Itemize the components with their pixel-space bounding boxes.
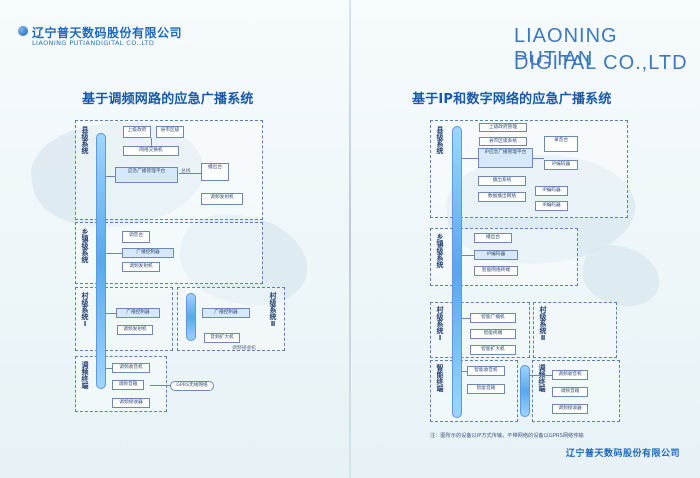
left-box-switch: 网络交换机 [123, 146, 179, 156]
left-label-village-1: 村级系统Ⅰ [81, 292, 89, 328]
right-link [462, 371, 467, 372]
right-box-ip-encoder-mid: IP编码器 [535, 186, 568, 196]
company-name-large-line-2: DIGITAL CO.,LTD [514, 52, 688, 74]
left-box-management-platform: 应急广播管理平台 [115, 167, 178, 183]
left-box-amplifier-village-2: 音频扩大机 [204, 333, 240, 343]
right-label-county: 县级系统 [436, 126, 444, 154]
left-box-fm-speaker: 调频音箱 [112, 380, 144, 390]
page-fold-divider [349, 0, 351, 478]
right-label-fm-terminal: 调频终端 [538, 364, 546, 392]
right-box-fm-radio: 调频收音机 [552, 370, 588, 380]
right-diagram-title: 基于IP和数字网络的应急广播系统 [412, 92, 612, 107]
right-box-county-system: 县市区级系统 [479, 137, 527, 146]
right-box-smart-broadcaster: 智能广播机 [470, 313, 516, 323]
left-label-village-2: 村级系统Ⅱ [269, 292, 277, 328]
right-box-broadcast-system: 播出系统 [478, 176, 526, 186]
left-box-gprs-network: GPRS无线网络 [170, 381, 214, 391]
left-village-2-signal-bar [186, 293, 196, 341]
left-village-panel-1 [75, 287, 173, 351]
left-link [106, 368, 112, 369]
right-box-ip-encoder-top: IP编码器 [544, 160, 578, 170]
right-link [530, 375, 552, 376]
right-box-smart-terminal: 智能终端 [470, 329, 516, 339]
left-main-signal-bar [96, 133, 106, 389]
left-label-town: 乡镇级系统 [81, 228, 89, 263]
left-legend-bus: 总线 [181, 169, 191, 174]
right-box-superior-management: 上级政府管理 [479, 123, 527, 132]
company-name-large-line-1: LIAONING PUTIAN [514, 25, 618, 70]
left-box-controller-village-1: 广播控制器 [116, 308, 160, 318]
right-footnote: 注：图所示的设备以IP方式传输，不带网络的设备以GPRS网络传输 [430, 433, 584, 439]
left-diagram-title: 基于调频网路的应急广播系统 [82, 92, 254, 107]
right-box-recording-desk: 录音台 [544, 136, 578, 152]
right-box-smart-speaker: 智能音箱 [467, 384, 505, 394]
left-link [151, 138, 152, 146]
left-box-fm-radio: 调频收音机 [112, 363, 150, 373]
right-box-broadcast-desk: 播出台 [474, 233, 512, 243]
right-box-fm-receiver: 调频接收器 [552, 404, 588, 414]
right-county-panel [430, 120, 628, 218]
left-legend-fm-receiver: 调频接收机 [232, 346, 256, 351]
left-link [179, 173, 201, 174]
right-label-smart-terminal: 智能终端 [436, 364, 444, 392]
right-box-smart-radio: 智能收音机 [467, 366, 505, 376]
left-link [106, 253, 122, 254]
right-box-smart-amplifier: 智能扩大机 [470, 345, 516, 355]
left-box-fm-transmitter-village-1: 调频发射机 [117, 325, 153, 335]
right-link [462, 255, 474, 256]
right-box-data-network: 数据播出网络 [478, 192, 526, 202]
right-link [462, 318, 470, 319]
left-link [106, 176, 115, 177]
right-box-fm-speaker: 调频音箱 [552, 387, 588, 397]
left-box-mixer: 调音台 [122, 231, 150, 243]
left-label-county: 县级系统 [81, 126, 89, 154]
footer-company-name-cn: 辽宁普天数码股份有限公司 [566, 449, 681, 459]
company-name-cn: 辽宁普天数码股份有限公司 [32, 26, 183, 40]
right-label-village-2: 村级系统Ⅱ [539, 306, 547, 342]
right-link [462, 158, 478, 159]
right-main-signal-bar [452, 126, 462, 418]
left-box-fm-transmitter: 调频发射机 [201, 193, 243, 205]
left-link [150, 385, 170, 386]
company-name-en: LIAONING PUTIANDIGITAL CO.,LTD [32, 39, 155, 47]
right-label-town: 乡镇级系统 [436, 233, 444, 268]
left-box-superior-gov: 上级政府 [123, 126, 151, 138]
right-box-smart-network-terminal: 智能网络终端 [474, 266, 518, 276]
right-label-village-1: 村级系统Ⅰ [436, 306, 444, 342]
right-secondary-signal-bar [520, 365, 530, 417]
left-label-terminal: 调频终端 [81, 361, 89, 389]
left-box-county-level: 县市区级 [156, 126, 184, 138]
left-box-broadcast-desk: 播出台 [201, 163, 229, 181]
left-link [106, 313, 116, 314]
right-village-panel-2 [533, 302, 617, 358]
right-box-ip-encoder-town: IP编码器 [474, 250, 518, 260]
right-box-ip-encoder-bottom: IP编码器 [535, 201, 568, 211]
left-box-fm-receiver: 调频接收器 [112, 398, 150, 408]
left-box-fm-transmitter-town: 调频发射机 [122, 262, 160, 272]
left-box-controller-village-2: 广播控制器 [202, 308, 250, 318]
company-logo-icon [18, 26, 28, 36]
left-box-controller-town: 广播控制器 [122, 248, 174, 258]
right-box-ip-management-platform: IP应急广播管理平台 [478, 148, 533, 168]
right-link [533, 158, 544, 159]
